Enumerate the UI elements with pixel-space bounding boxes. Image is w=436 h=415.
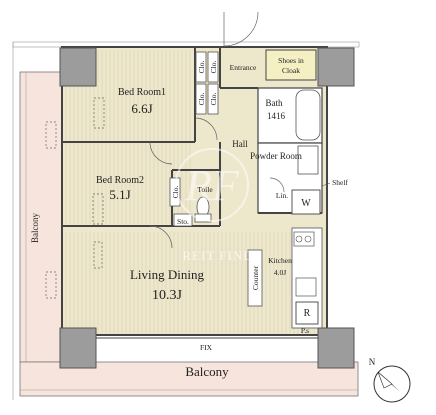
bath-name: Bath	[266, 98, 283, 108]
storage-label: Sto.	[177, 217, 189, 226]
fridge-label: R	[304, 308, 311, 319]
sink	[295, 277, 317, 297]
linen-label: Lin.	[276, 191, 288, 200]
fix-label: FIX	[200, 343, 213, 352]
door-swings	[149, 11, 285, 249]
closets	[169, 51, 219, 227]
shelf-leader	[321, 182, 331, 187]
interior-walls	[62, 47, 322, 227]
bathtub	[295, 89, 321, 141]
closet-label-3: Clo.	[197, 93, 206, 106]
balcony-bottom-label: Balcony	[185, 364, 229, 379]
living-name: Living Dining	[130, 267, 205, 282]
north-arrow	[373, 365, 411, 403]
side-balcony	[19, 71, 63, 363]
burner-2	[304, 235, 312, 243]
closet-label-1: Clo.	[197, 61, 206, 74]
balcony-side-label: Balcony	[30, 213, 40, 243]
closet-label-4: Clo.	[209, 93, 218, 106]
bedroom1-name: Bed Room1	[118, 87, 166, 98]
closet-label-2: Clo.	[209, 61, 218, 74]
fridge-space	[295, 301, 319, 325]
washer-space	[291, 189, 321, 215]
burner-1	[295, 235, 303, 243]
bedroom1-size: 6.6J	[131, 101, 152, 116]
bath-size: 1416	[267, 111, 286, 121]
hall-label: Hall	[232, 139, 248, 149]
bedroom2-size: 5.1J	[109, 187, 130, 202]
pillars	[59, 47, 355, 369]
closet-label-5: Clo.	[171, 186, 180, 199]
shoes-label-line1: Shoes in	[278, 56, 304, 65]
kitchen-name: Kitchen	[268, 256, 292, 265]
wash-basin	[297, 145, 319, 175]
shelf-label: Shelf	[332, 178, 348, 187]
watermark-logo: RF	[175, 148, 249, 222]
shoes-label-line2: Cloak	[282, 66, 300, 75]
north-label: N	[369, 357, 376, 367]
entrance-label: Entrance	[230, 63, 257, 72]
stove	[293, 231, 315, 247]
toilet-label: Toile	[197, 185, 213, 194]
svg-text:RF: RF	[184, 161, 240, 210]
powder-room-name: Powder Room	[250, 151, 302, 161]
shoes-cloak-area	[265, 49, 317, 81]
furniture-marks	[45, 97, 105, 299]
counter-unit	[247, 249, 263, 307]
watermark-text: REIT FIND	[182, 248, 253, 263]
bedroom2-name: Bed Room2	[96, 175, 144, 186]
counter-label: Counter	[251, 265, 260, 290]
living-size: 10.3J	[152, 288, 183, 303]
washer-label: W	[301, 198, 311, 209]
kitchen-size: 4.0J	[274, 268, 286, 277]
toilet-tank	[194, 213, 212, 223]
pipe-space-label: P.s	[301, 326, 309, 335]
